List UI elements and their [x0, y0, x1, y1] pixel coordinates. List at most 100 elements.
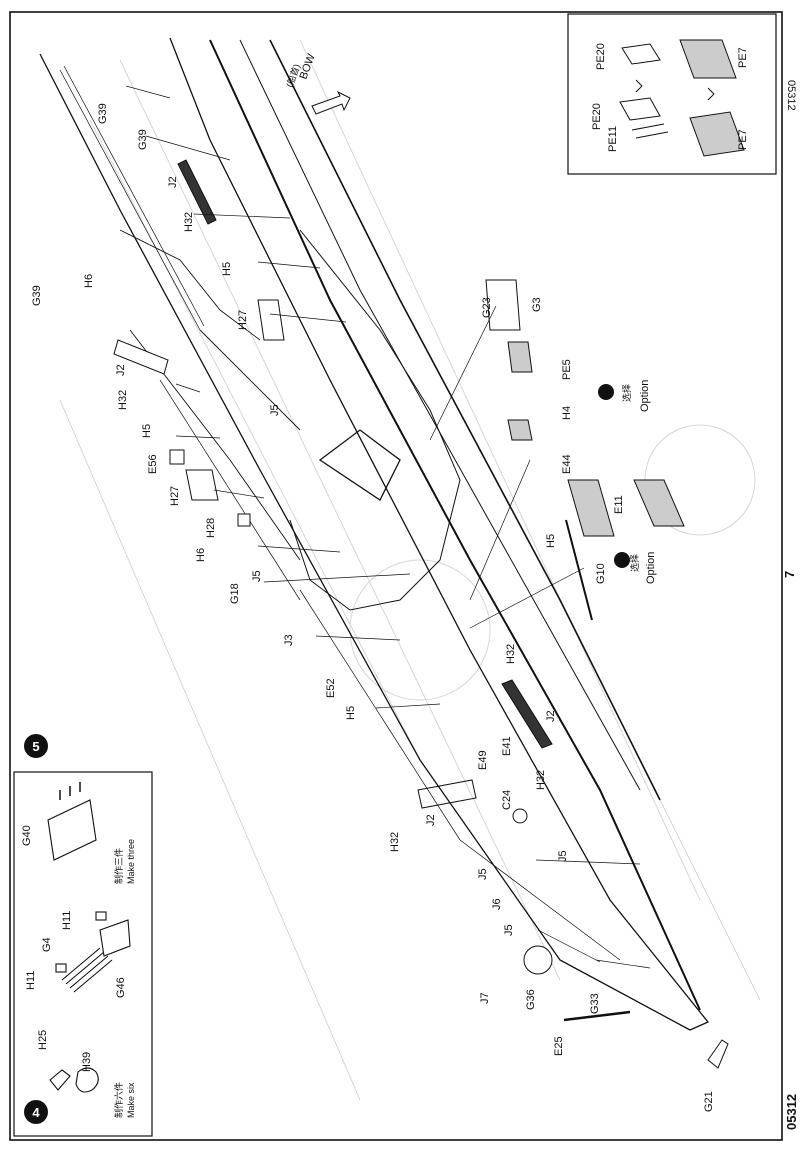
- label-j5-c: J5: [557, 850, 569, 862]
- label-j2-b: J2: [115, 364, 127, 376]
- label-h5-b: H5: [141, 424, 153, 438]
- superstructure-outline: [289, 229, 461, 611]
- label-e25: E25: [553, 1036, 565, 1056]
- label-h6-a: H6: [83, 274, 95, 288]
- g40-part-drawing: [47, 799, 97, 861]
- make-six-en: Make six: [126, 1082, 136, 1118]
- label-pe20: PE20: [595, 43, 607, 70]
- label-h5-d: H5: [545, 534, 557, 548]
- page-frame: [9, 11, 783, 1141]
- railing-details: [59, 65, 621, 961]
- part-drawings: [113, 159, 729, 1069]
- step5-number: 5: [32, 739, 39, 754]
- j2-railing-bottom: [417, 779, 477, 809]
- label-pe11: PE11: [607, 126, 619, 152]
- label-h32-a: H32: [183, 212, 195, 232]
- label-h32-c: H32: [505, 644, 517, 664]
- g36-drawing: [523, 945, 553, 975]
- c24-drawing: [512, 808, 528, 824]
- option1-en: Option: [639, 380, 651, 412]
- label-g40: G40: [21, 825, 33, 846]
- h11-part-drawing: [95, 911, 107, 921]
- label-pe5: PE5: [561, 359, 573, 380]
- pe5-drawing: [507, 341, 533, 373]
- label-g39-b: G39: [31, 285, 43, 306]
- step5-labels: G39 J2 H32 H6 H5 G39 H27 J2 H32 H5 E56 H…: [31, 103, 715, 1112]
- leader-lines: [125, 85, 651, 969]
- h25-part-drawing: [49, 1069, 71, 1091]
- e11-option-b: [633, 479, 685, 527]
- label-j5-b: J5: [251, 570, 263, 582]
- label-g21: G21: [703, 1091, 715, 1112]
- g3-drawing: [485, 279, 521, 331]
- label-c24: C24: [501, 790, 513, 810]
- option-badge-2: ? 选择 Option: [614, 552, 657, 584]
- option2-badge-glyph: ?: [619, 556, 624, 566]
- page-number: 7: [782, 571, 797, 578]
- label-j2-c: J2: [545, 710, 557, 722]
- g46-part-drawing: [99, 919, 131, 957]
- hull-side-line: [209, 39, 701, 1011]
- label-g23: G23: [481, 297, 493, 318]
- label-j5-a: J5: [269, 404, 281, 416]
- label-j6: J6: [491, 898, 503, 910]
- label-g4: G4: [41, 937, 53, 952]
- e56-drawing: [169, 449, 185, 465]
- label-e41: E41: [501, 736, 513, 756]
- g10-mast: [565, 519, 593, 621]
- corner-code: 05312: [785, 80, 797, 111]
- deck-cutout: [318, 429, 401, 501]
- option2-en: Option: [645, 552, 657, 584]
- step4-labels: H25 H39 H11 G4 H11 G46 G40 制作六件 Make six…: [21, 825, 136, 1118]
- label-g33: G33: [589, 993, 601, 1014]
- label-h32-d: H32: [535, 770, 547, 790]
- label-h11: H11: [25, 971, 37, 990]
- pe-inset-labels: PE20 PE7 PE20 PE11 PE7: [591, 43, 749, 152]
- deck-outline: [39, 37, 710, 1031]
- pe-inset-drawings: [619, 39, 745, 157]
- make-three-en: Make three: [126, 839, 136, 884]
- kit-code: 05312: [784, 1094, 799, 1130]
- option2-cn: 选择: [629, 554, 640, 572]
- label-g18: G18: [229, 583, 241, 604]
- e25-drawing: [563, 1010, 631, 1022]
- label-g39-c: G39: [137, 129, 149, 150]
- pe11-part-drawing: [631, 123, 669, 139]
- make-six-cn: 制作六件: [113, 1082, 124, 1118]
- label-g39-a: G39: [97, 103, 109, 124]
- label-h32-b: H32: [117, 390, 129, 410]
- pe20-part-drawing: [621, 43, 661, 65]
- label-g3: G3: [531, 297, 543, 312]
- e11-option-a: [567, 479, 615, 537]
- bow-en: BOW: [298, 52, 318, 81]
- label-e44: E44: [561, 454, 573, 474]
- label-e52: E52: [325, 678, 337, 698]
- step4-drawings: [47, 782, 131, 1093]
- pe7-part-drawing: [679, 39, 737, 79]
- label-j5-d: J5: [477, 868, 489, 880]
- label-h28: H28: [205, 518, 217, 538]
- option1-badge-glyph: ?: [603, 388, 608, 398]
- h27-left: [185, 469, 219, 501]
- step4-badge: 4: [24, 1100, 48, 1124]
- label-h11-b: H11: [61, 911, 73, 930]
- bow-indicator: (船首) BOW: [284, 52, 351, 115]
- label-pe20-b: PE20: [591, 103, 603, 130]
- option-badge-1: ? 选择 Option: [598, 380, 651, 412]
- h28-drawing: [237, 513, 251, 527]
- label-e49: E49: [477, 750, 489, 770]
- step4-number: 4: [32, 1105, 40, 1120]
- h39-part-drawing: [75, 1067, 99, 1093]
- label-e56: E56: [147, 454, 159, 474]
- label-g46: G46: [115, 977, 127, 998]
- g21-drawing: [707, 1039, 729, 1069]
- h4-drawing: [507, 419, 533, 441]
- label-j2-d: J2: [425, 814, 437, 826]
- label-j5-e: J5: [503, 924, 515, 936]
- label-g36: G36: [525, 989, 537, 1010]
- g4-part-drawing: [61, 947, 113, 993]
- label-j3: J3: [283, 634, 295, 646]
- hull-waterline: [239, 39, 641, 791]
- label-h5-c: H5: [345, 706, 357, 720]
